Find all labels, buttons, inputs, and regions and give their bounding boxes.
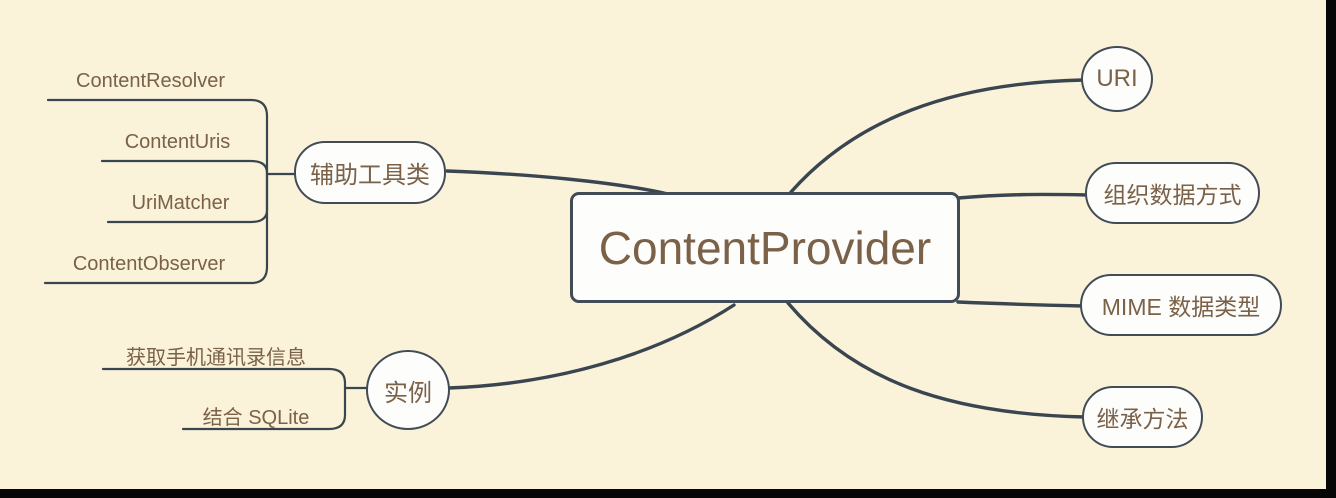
subtopic-contentresolver[interactable]: ContentResolver — [76, 70, 225, 92]
topic-uri[interactable]: URI — [1081, 46, 1153, 112]
topic-example-label: 实例 — [384, 379, 432, 407]
topic-inherit-methods[interactable]: 继承方法 — [1082, 386, 1203, 448]
branch-example-root — [447, 303, 736, 390]
topic-helper-classes[interactable]: 辅助工具类 — [294, 141, 446, 204]
branch-root-mime — [956, 300, 1085, 308]
branch-contenturis — [100, 159, 269, 176]
branch-contacts — [101, 367, 347, 390]
subtopic-get-contacts[interactable]: 获取手机通讯录信息 — [126, 347, 306, 369]
topic-organize-data-label: 组织数据方式 — [1103, 182, 1242, 208]
subtopic-combine-sqlite[interactable]: 结合 SQLite — [202, 407, 310, 429]
branch-sqlite — [181, 386, 347, 431]
root-topic[interactable]: ContentProvider — [570, 192, 960, 303]
topic-inherit-methods-label: 继承方法 — [1096, 406, 1189, 432]
branch-root-inherit — [786, 301, 1087, 419]
branch-root-uri — [789, 78, 1085, 194]
topic-mime-type-label: MIME 数据类型 — [1101, 294, 1261, 320]
branch-contentobserver — [43, 172, 269, 285]
topic-organize-data[interactable]: 组织数据方式 — [1085, 162, 1260, 224]
branch-contentresolver — [46, 98, 269, 176]
topic-helper-classes-label: 辅助工具类 — [310, 162, 430, 189]
subtopic-urimatcher[interactable]: UriMatcher — [131, 192, 230, 214]
root-topic-label: ContentProvider — [598, 221, 932, 274]
branch-root-organize — [956, 192, 1090, 200]
subtopic-contentobserver[interactable]: ContentObserver — [72, 253, 226, 275]
topic-mime-type[interactable]: MIME 数据类型 — [1080, 274, 1282, 336]
topic-uri-label: URI — [1096, 65, 1138, 92]
topic-example[interactable]: 实例 — [366, 350, 450, 430]
branch-helper-root — [445, 169, 670, 196]
connector-lines — [43, 78, 1090, 431]
mindmap-canvas[interactable]: ContentProvider 辅助工具类 实例 URI 组织数据方式 MIME… — [0, 0, 1326, 489]
subtopic-contenturis[interactable]: ContentUris — [124, 131, 231, 153]
